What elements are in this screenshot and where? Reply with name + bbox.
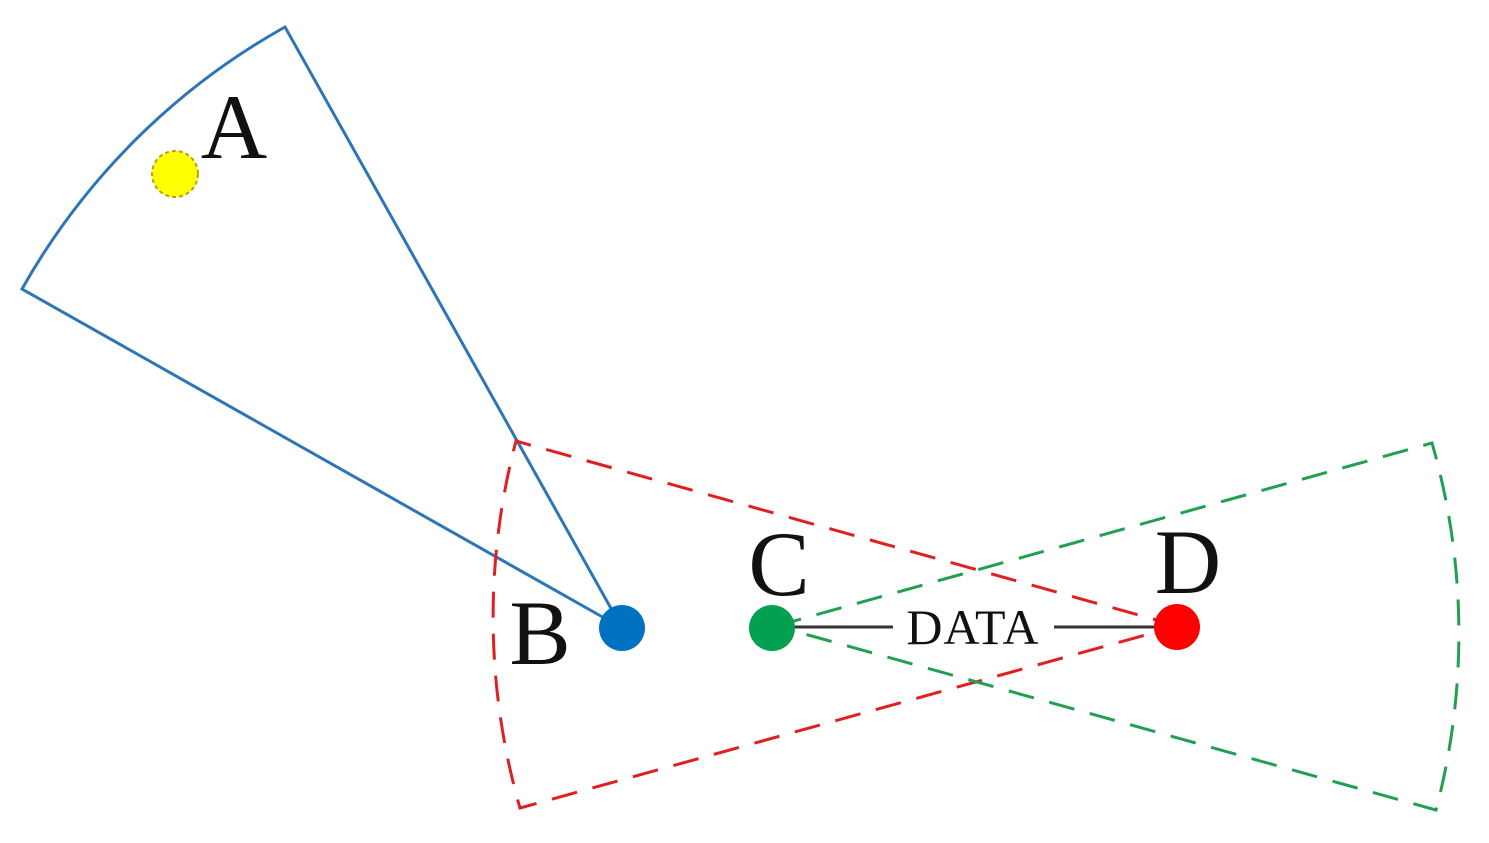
data-link-label: DATA [906, 599, 1039, 655]
node-b-dot [599, 605, 645, 651]
node-a-dot [151, 150, 199, 198]
node-d-label: D [1155, 511, 1221, 613]
node-c-label: C [748, 513, 809, 615]
node-c-dot [749, 605, 795, 651]
node-a-label: A [201, 76, 267, 178]
node-d-dot [1154, 604, 1200, 650]
node-b-label: B [509, 582, 570, 684]
sector-blue-b [19, 24, 626, 632]
sector-green-c [770, 441, 1461, 812]
sector-red-d [491, 439, 1184, 810]
